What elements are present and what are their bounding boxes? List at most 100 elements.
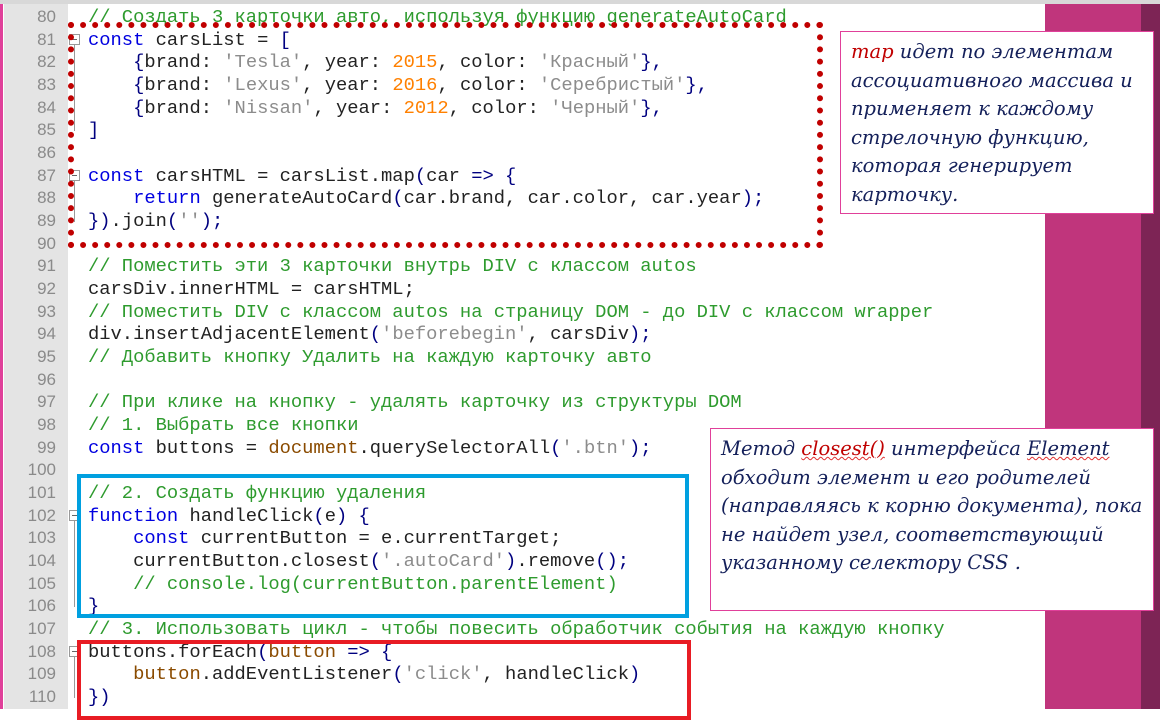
code-token: '.autoCard' <box>381 550 506 573</box>
code-token: e <box>324 504 336 527</box>
code-token: .join <box>110 210 167 233</box>
code-line[interactable]: 109 button.addEventListener('click', han… <box>0 663 1040 685</box>
line-number: 95 <box>37 347 56 367</box>
code-token: ); <box>200 210 224 233</box>
code-line[interactable]: 105 // console.log(currentButton.parentE… <box>0 573 1040 595</box>
fold-line <box>74 44 75 132</box>
line-number: 86 <box>37 143 56 163</box>
line-number: 88 <box>37 188 56 208</box>
code-line[interactable]: 89 }).join(''); <box>0 210 1040 232</box>
code-token: brand: <box>144 51 224 74</box>
line-number: 106 <box>27 596 56 616</box>
line-number: 81 <box>37 29 56 49</box>
code-line[interactable]: 95// Добавить кнопку Удалить на каждую к… <box>0 346 1040 368</box>
code-line[interactable]: 103 const currentButton = e.currentTarge… <box>0 527 1040 549</box>
slide-edge <box>0 4 3 709</box>
code-text: const carsHTML = carsList.map(car => { <box>88 165 516 187</box>
code-token: , year: <box>302 51 393 74</box>
line-number: 89 <box>37 211 56 231</box>
code-line[interactable]: 93// Поместить DIV с классом autos на ст… <box>0 301 1040 323</box>
code-token: => { <box>335 640 393 663</box>
code-text: }).join(''); <box>88 210 223 232</box>
code-line[interactable]: 110}) <box>0 686 1040 708</box>
code-line[interactable]: 90 <box>0 233 1040 255</box>
code-token: carsDiv.innerHTML = carsHTML; <box>88 278 415 301</box>
code-line[interactable]: 107// 3. Использовать цикл - чтобы повес… <box>0 618 1040 640</box>
code-token: }) <box>88 686 111 709</box>
code-token: car <box>426 164 472 187</box>
code-token: carsList = <box>144 28 280 51</box>
code-token: '.btn' <box>561 436 630 459</box>
code-line[interactable]: 82 {brand: 'Tesla', year: 2015, color: '… <box>0 51 1040 73</box>
code-token: ( <box>392 187 404 210</box>
code-token: }, <box>685 74 708 96</box>
code-text: buttons.forEach(button => { <box>88 641 392 663</box>
code-text: // console.log(currentButton.parentEleme… <box>88 573 618 595</box>
code-token: ( <box>257 640 269 663</box>
line-number: 109 <box>27 664 56 684</box>
code-line[interactable]: 96 <box>0 369 1040 391</box>
code-token: car.brand, car.color, car.year <box>403 187 742 210</box>
code-token: 'Nissan' <box>223 96 314 119</box>
code-token: { <box>133 74 145 96</box>
closest-keyword: closest() <box>801 437 885 460</box>
line-number: 91 <box>37 256 56 276</box>
code-line[interactable]: 97// При клике на кнопку - удалять карто… <box>0 391 1040 413</box>
code-token: buttons.forEach <box>88 640 258 663</box>
code-text: function handleClick(e) { <box>88 505 370 527</box>
code-text: }) <box>88 686 111 708</box>
code-text: ] <box>88 119 99 141</box>
code-line[interactable]: 91 // Поместить эти 3 карточки внутрь DIV… <box>0 255 1040 277</box>
code-token: 'Lexus' <box>223 74 303 96</box>
code-token: }, <box>640 51 663 74</box>
map-annotation: map идет по элементам ассоциативного мас… <box>840 31 1154 214</box>
code-token: }) <box>88 210 111 233</box>
code-token: // При клике на кнопку - удалять карточк… <box>88 391 742 414</box>
code-line[interactable]: 98// 1. Выбрать все кнопки <box>0 414 1040 436</box>
code-token: 'Серебристый' <box>538 74 686 96</box>
code-token: // Поместить эти 3 карточки внутрь DIV с… <box>88 255 697 278</box>
code-token: const <box>133 527 190 550</box>
code-text: return generateAutoCard(car.brand, car.c… <box>88 187 764 209</box>
line-number: 100 <box>27 460 56 480</box>
code-token: ) { <box>335 504 370 527</box>
closest-annotation: Метод closest() интерфейса Element обход… <box>710 428 1154 611</box>
code-token: // 1. Выбрать все кнопки <box>88 414 359 437</box>
code-line[interactable]: 100 <box>0 459 1040 481</box>
code-token: .remove <box>516 550 596 573</box>
code-token: ( <box>313 504 325 527</box>
code-text: // Поместить DIV с классом autos на стра… <box>88 301 933 323</box>
code-line[interactable]: 85] <box>0 119 1040 141</box>
code-token: button <box>268 640 336 663</box>
code-line[interactable]: 86 <box>0 142 1040 164</box>
code-text: {brand: 'Tesla', year: 2015, color: 'Кра… <box>88 51 663 73</box>
closest-pre: Метод <box>721 437 802 460</box>
code-text: {brand: 'Nissan', year: 2012, color: 'Че… <box>88 97 663 119</box>
code-text: button.addEventListener('click', handleC… <box>88 663 640 685</box>
code-line[interactable]: 101// 2. Создать функцию удаления <box>0 482 1040 504</box>
code-token: ); <box>629 323 652 346</box>
line-number: 83 <box>37 75 56 94</box>
code-line[interactable]: 104 currentButton.closest('.autoCard').r… <box>0 550 1040 572</box>
code-line[interactable]: 83 {brand: 'Lexus', year: 2016, color: '… <box>0 74 1040 96</box>
code-token: , year: <box>302 74 393 96</box>
line-number: 85 <box>37 120 56 140</box>
fold-line <box>74 656 75 699</box>
code-line[interactable]: 102 function handleClick(e) { <box>0 505 1040 527</box>
line-number: 107 <box>27 619 56 639</box>
line-number: 102 <box>27 505 56 525</box>
code-line[interactable]: 84 {brand: 'Nissan', year: 2012, color: … <box>0 97 1040 119</box>
code-token: { <box>133 51 145 74</box>
code-line[interactable]: 106} <box>0 595 1040 617</box>
element-keyword: Element <box>1027 437 1110 460</box>
code-token: ( <box>369 550 382 573</box>
code-token: currentButton = e.currentTarget; <box>189 527 562 550</box>
code-line[interactable]: 88 return generateAutoCard(car.brand, ca… <box>0 187 1040 209</box>
line-number: 82 <box>37 52 56 72</box>
